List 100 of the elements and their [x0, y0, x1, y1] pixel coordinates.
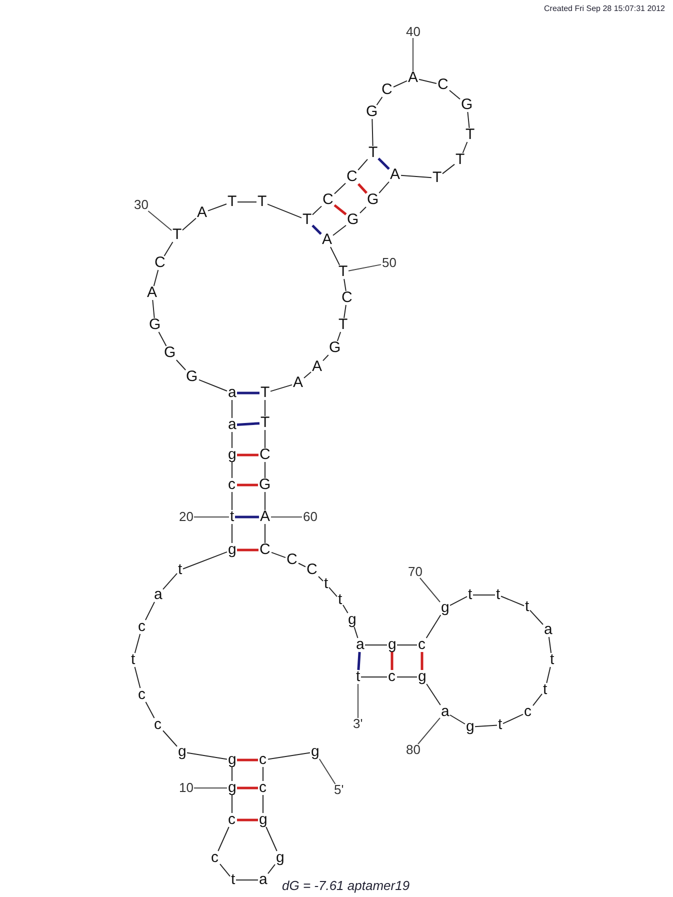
backbone-line — [264, 492, 266, 510]
base-letter: c — [154, 717, 162, 733]
base-letter: G — [461, 97, 473, 113]
position-number: 60 — [303, 510, 318, 524]
backbone-line — [449, 90, 460, 100]
backbone-line — [267, 204, 302, 218]
leader-line — [148, 210, 172, 231]
base-pair-line — [235, 516, 259, 518]
base-letter: t — [468, 587, 472, 603]
base-letter: C — [286, 552, 298, 568]
base-letter: T — [338, 317, 348, 333]
backbone-line — [262, 766, 264, 782]
position-number: 40 — [406, 25, 420, 39]
base-letter: t — [324, 576, 328, 592]
base-letter: T — [172, 227, 182, 243]
backbone-line — [158, 332, 167, 346]
backbone-line — [304, 372, 312, 378]
base-letter: c — [524, 704, 532, 720]
backbone-line — [152, 300, 155, 318]
base-letter: G — [149, 317, 161, 333]
base-pair-line — [334, 204, 347, 216]
base-pair-line — [236, 422, 260, 426]
backbone-line — [266, 826, 278, 852]
base-letter: g — [228, 542, 236, 558]
backbone-line — [164, 242, 174, 256]
backbone-line — [264, 524, 266, 544]
backbone-line — [418, 78, 437, 84]
position-number: 30 — [134, 198, 148, 212]
backbone-line — [145, 602, 155, 620]
backbone-line — [502, 714, 524, 724]
backbone-line — [442, 164, 455, 174]
backbone-line — [220, 864, 230, 877]
position-number: 80 — [406, 743, 420, 757]
base-letter: g — [388, 637, 396, 653]
backbone-line — [364, 644, 388, 646]
backbone-line — [262, 794, 264, 814]
position-number: 10 — [179, 781, 194, 795]
backbone-line — [426, 684, 441, 706]
backbone-line — [344, 278, 346, 292]
base-letter: C — [438, 77, 448, 93]
base-letter: c — [211, 850, 218, 866]
base-letter: a — [259, 872, 268, 888]
base-pair-line — [237, 758, 258, 762]
backbone-line — [474, 724, 498, 728]
base-letter: a — [544, 622, 552, 638]
backbone-line — [162, 730, 178, 747]
base-letter: g — [441, 600, 450, 616]
base-letter: a — [154, 587, 162, 603]
base-letter: t — [178, 562, 182, 578]
strand-end-label: 5' — [334, 783, 344, 797]
base-letter: C — [346, 169, 358, 185]
base-letter: G — [367, 192, 379, 208]
base-letter: t — [131, 652, 136, 668]
base-letter: A — [293, 375, 304, 391]
backbone-line — [264, 462, 266, 478]
backbone-line — [182, 551, 228, 570]
backbone-line — [336, 332, 342, 342]
base-letter: c — [388, 669, 396, 685]
backbone-line — [264, 430, 266, 448]
base-letter: A — [390, 167, 400, 183]
backbone-line — [546, 666, 551, 684]
base-letter: c — [228, 477, 236, 493]
strand-end-label: 3' — [353, 717, 363, 731]
base-letter: A — [312, 359, 322, 375]
position-number: 20 — [179, 510, 194, 524]
base-letter: C — [342, 290, 352, 306]
base-pair-line — [312, 224, 322, 235]
backbone-line — [153, 270, 159, 286]
base-letter: t — [338, 592, 342, 608]
backbone-line — [360, 206, 366, 214]
base-letter: a — [356, 637, 364, 653]
base-letter: G — [329, 340, 341, 356]
backbone-line — [271, 552, 286, 558]
base-letter: c — [138, 687, 146, 703]
backbone-line — [378, 181, 390, 194]
base-letter: a — [228, 385, 236, 401]
base-letter: T — [260, 385, 270, 401]
base-letter: T — [228, 194, 237, 210]
base-letter: t — [356, 669, 360, 685]
base-letter: g — [259, 812, 268, 828]
leader-line — [412, 38, 414, 72]
base-pair-line — [420, 652, 424, 670]
base-letter: c — [259, 780, 266, 796]
leader-line — [418, 717, 440, 744]
timestamp-note: Created Fri Sep 28 15:07:31 2012 — [544, 4, 665, 13]
backbone-line — [218, 826, 230, 852]
backbone-line — [334, 182, 346, 194]
base-letter: c — [228, 812, 236, 828]
base-letter: c — [418, 637, 426, 653]
backbone-line — [208, 204, 227, 212]
base-letter: t — [550, 652, 554, 668]
base-pair-line — [357, 183, 368, 194]
base-letter: C — [154, 255, 166, 271]
base-letter: a — [228, 417, 236, 433]
backbone-line — [372, 118, 374, 146]
base-pair-line — [378, 158, 390, 170]
backbone-line — [400, 174, 432, 178]
backbone-line — [342, 604, 348, 614]
base-letter: g — [178, 744, 186, 760]
base-letter: A — [260, 509, 270, 525]
